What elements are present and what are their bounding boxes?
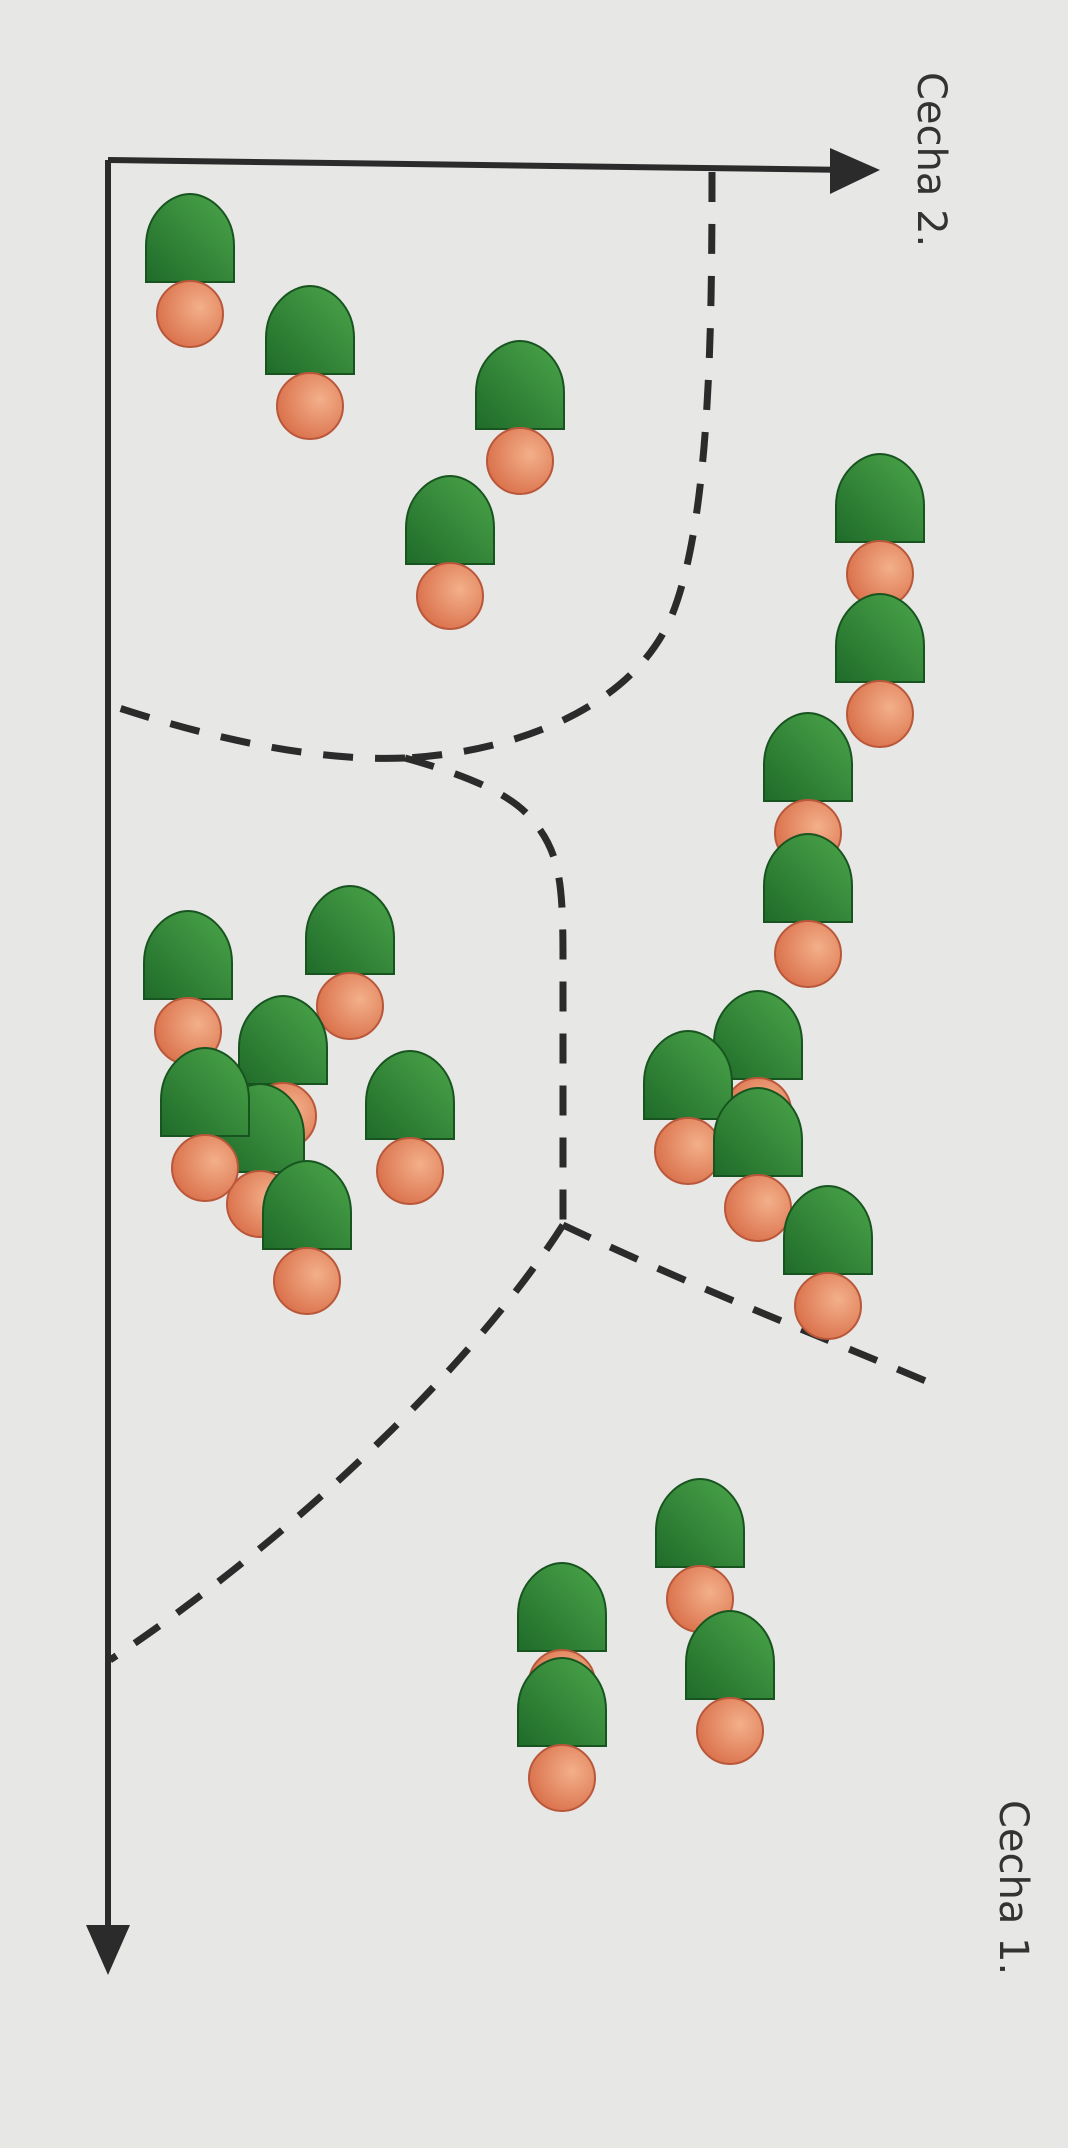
person-icon — [160, 1047, 250, 1202]
cluster-bottom — [517, 1478, 775, 1812]
axis-label-cecha-2: Cecha 2. — [908, 72, 954, 247]
cluster-top-left — [145, 193, 565, 630]
person-icon — [763, 833, 853, 988]
person-icon — [145, 193, 235, 348]
cluster-top-right — [763, 453, 925, 988]
person-icon — [475, 340, 565, 495]
arrow-icon — [830, 148, 880, 194]
person-icon — [517, 1657, 607, 1812]
axes — [86, 148, 880, 1975]
boundary-lower-left-branch — [108, 1223, 566, 1663]
person-icon — [835, 593, 925, 748]
cluster-middle-right — [643, 990, 873, 1340]
person-icon — [305, 885, 395, 1040]
person-icon — [143, 910, 233, 1065]
decision-boundaries — [108, 171, 937, 1663]
person-icon — [655, 1478, 745, 1633]
person-icon — [685, 1610, 775, 1765]
axis-label-cecha-1: Cecha 1. — [990, 1800, 1036, 1975]
boundary-upper-left-branch — [108, 701, 406, 762]
person-icon — [265, 285, 355, 440]
axis-cecha-2 — [107, 148, 880, 194]
axis-cecha-1 — [86, 160, 130, 1975]
arrow-icon — [86, 1925, 130, 1975]
person-icon — [405, 475, 495, 630]
boundary-right-branch — [561, 1221, 937, 1389]
person-icon — [835, 453, 925, 608]
person-icon — [783, 1185, 873, 1340]
person-icon — [262, 1160, 352, 1315]
cluster-middle-left — [143, 885, 455, 1315]
boundary-top-curve — [404, 171, 716, 762]
person-icon — [365, 1050, 455, 1205]
